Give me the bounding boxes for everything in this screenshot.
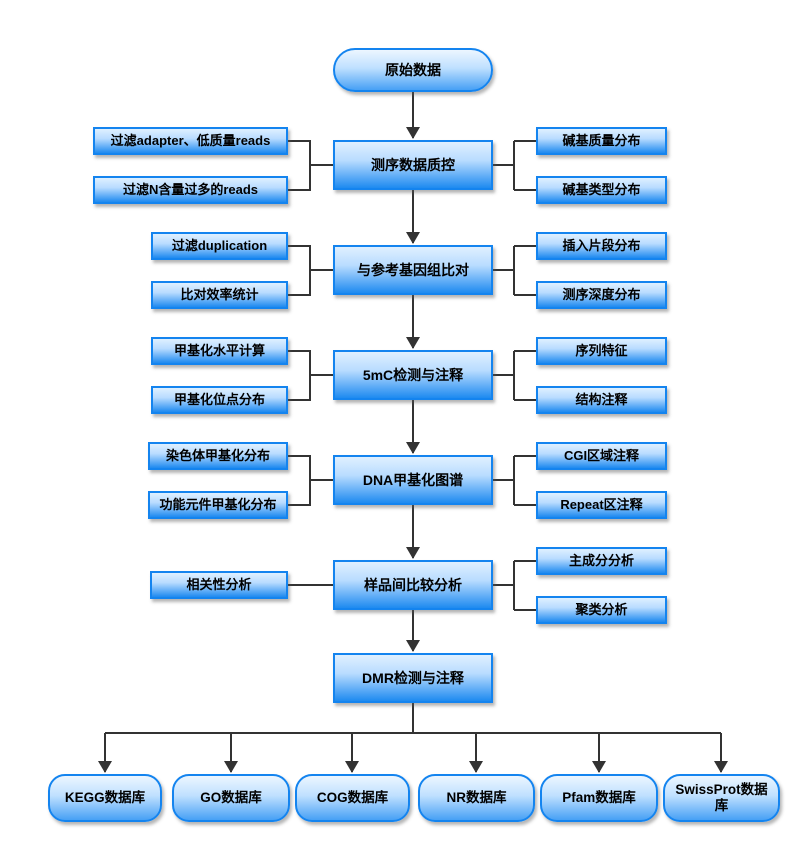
node-kegg-db: KEGG数据库 (48, 774, 162, 822)
node-seq-depth-dist: 测序深度分布 (536, 281, 667, 309)
node-insert-size-dist: 插入片段分布 (536, 232, 667, 260)
node-pfam-db: Pfam数据库 (540, 774, 658, 822)
node-swissprot-db: SwissProt数据库 (663, 774, 780, 822)
node-cluster-analysis: 聚类分析 (536, 596, 667, 624)
node-dna-methylation-map: DNA甲基化图谱 (333, 455, 493, 505)
node-go-db: GO数据库 (172, 774, 290, 822)
node-filter-adapter: 过滤adapter、低质量reads (93, 127, 288, 155)
node-correlation-analysis: 相关性分析 (150, 571, 288, 599)
node-pca: 主成分分析 (536, 547, 667, 575)
node-filter-n-reads: 过滤N含量过多的reads (93, 176, 288, 204)
node-sequencing-qc: 测序数据质控 (333, 140, 493, 190)
node-nr-db: NR数据库 (418, 774, 535, 822)
node-sequence-feature: 序列特征 (536, 337, 667, 365)
node-raw-data: 原始数据 (333, 48, 493, 92)
node-dmr-detection: DMR检测与注释 (333, 653, 493, 703)
node-5mc-detection: 5mC检测与注释 (333, 350, 493, 400)
node-methylation-site-dist: 甲基化位点分布 (151, 386, 288, 414)
node-sample-comparison: 样品间比较分析 (333, 560, 493, 610)
node-base-quality-dist: 碱基质量分布 (536, 127, 667, 155)
node-cog-db: COG数据库 (295, 774, 410, 822)
node-alignment-efficiency: 比对效率统计 (151, 281, 288, 309)
node-cgi-annotation: CGI区域注释 (536, 442, 667, 470)
node-repeat-annotation: Repeat区注释 (536, 491, 667, 519)
node-genome-alignment: 与参考基因组比对 (333, 245, 493, 295)
node-structure-annotation: 结构注释 (536, 386, 667, 414)
node-filter-duplication: 过滤duplication (151, 232, 288, 260)
node-base-type-dist: 碱基类型分布 (536, 176, 667, 204)
node-methylation-level: 甲基化水平计算 (151, 337, 288, 365)
node-functional-element-methylation: 功能元件甲基化分布 (148, 491, 288, 519)
node-chromosome-methylation: 染色体甲基化分布 (148, 442, 288, 470)
